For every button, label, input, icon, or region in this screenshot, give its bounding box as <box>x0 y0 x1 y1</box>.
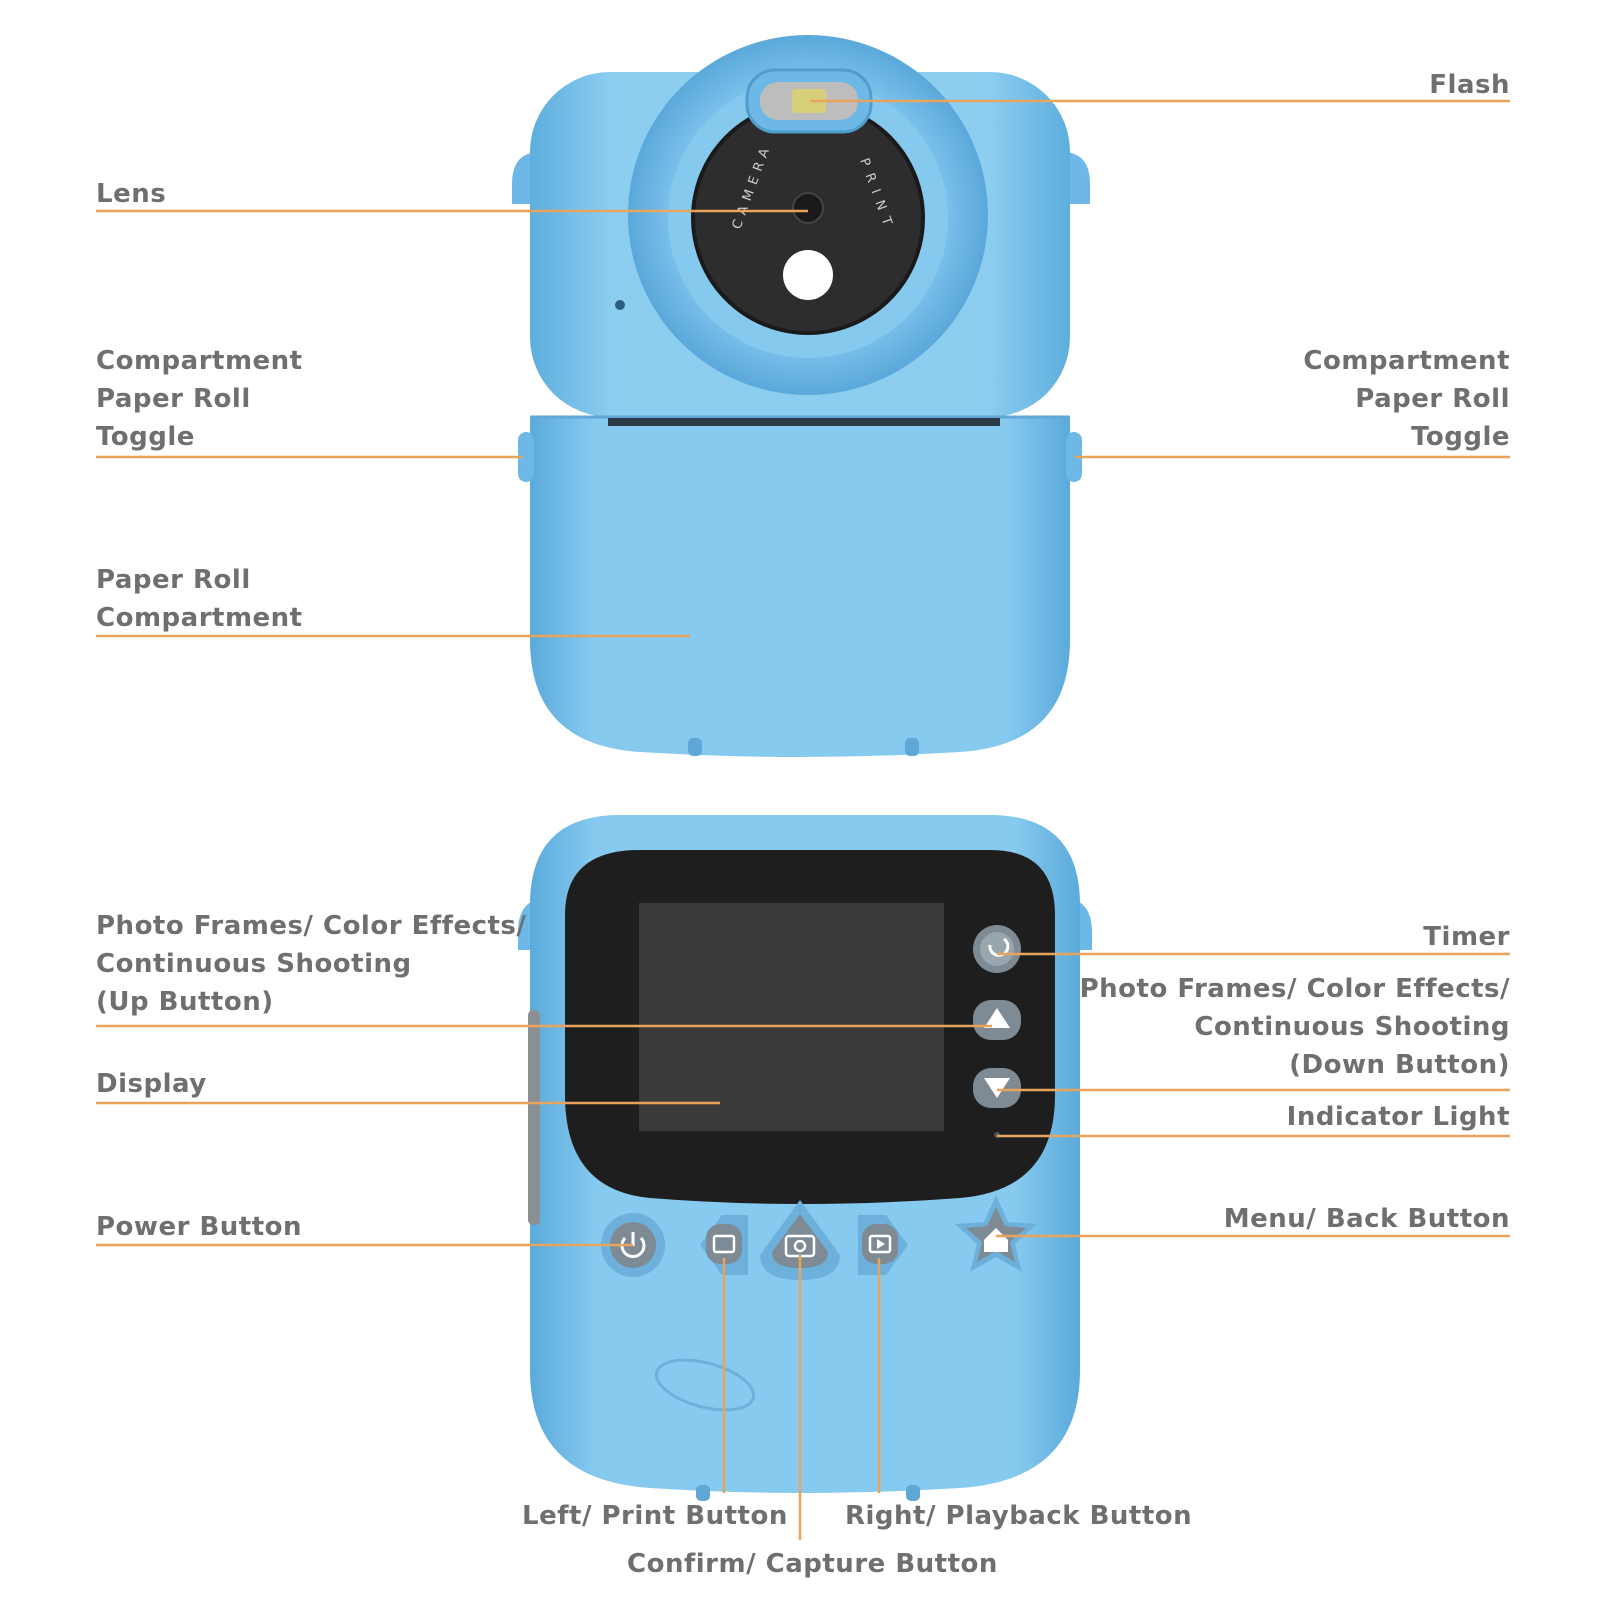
foot-right <box>905 738 919 756</box>
back-emboss <box>654 1358 756 1412</box>
display-screen <box>639 903 944 1131</box>
print-eject-hole <box>783 250 833 300</box>
side-switch <box>528 1010 540 1225</box>
foot-left <box>688 738 702 756</box>
menu-back-button[interactable] <box>955 1195 1037 1272</box>
label-confirm-capture-button: Confirm/ Capture Button <box>627 1549 998 1579</box>
down-button[interactable] <box>973 1068 1021 1108</box>
up-button[interactable] <box>973 1000 1021 1040</box>
toggle-left <box>518 432 534 482</box>
label-up-button: Photo Frames/ Color Effects/Continuous S… <box>96 911 527 1017</box>
label-power-button: Power Button <box>96 1212 303 1242</box>
label-lens: Lens <box>96 179 167 209</box>
paper-slot <box>608 418 1000 426</box>
lens-icon <box>792 192 824 224</box>
label-left-print-button: Left/ Print Button <box>522 1501 788 1531</box>
toggle-right <box>1066 432 1082 482</box>
label-timer: Timer <box>1423 922 1510 952</box>
front-camera: CAMERA PRINT <box>512 35 1090 757</box>
paper-roll-compartment-shape <box>530 417 1070 757</box>
down-arrow-icon <box>984 1078 1010 1098</box>
back-foot-right <box>906 1485 920 1501</box>
right-playback-button[interactable] <box>858 1215 908 1275</box>
timer-button[interactable] <box>973 925 1021 973</box>
left-print-button[interactable] <box>700 1215 748 1275</box>
label-right-playback-button: Right/ Playback Button <box>845 1501 1193 1531</box>
home-icon <box>984 1228 1008 1252</box>
label-menu-back-button: Menu/ Back Button <box>1223 1204 1510 1234</box>
back-foot-left <box>696 1485 710 1501</box>
playback-icon <box>868 1234 892 1254</box>
flash-led <box>792 89 826 113</box>
label-indicator-light: Indicator Light <box>1286 1102 1510 1132</box>
microphone-dot <box>615 300 625 310</box>
label-flash: Flash <box>1429 70 1510 100</box>
up-arrow-icon <box>984 1008 1010 1028</box>
label-display: Display <box>96 1069 207 1099</box>
back-camera <box>518 815 1092 1501</box>
label-down-button: Photo Frames/ Color Effects/Continuous S… <box>1079 974 1510 1080</box>
leader-lines <box>96 99 1510 1540</box>
print-icon <box>712 1234 736 1254</box>
